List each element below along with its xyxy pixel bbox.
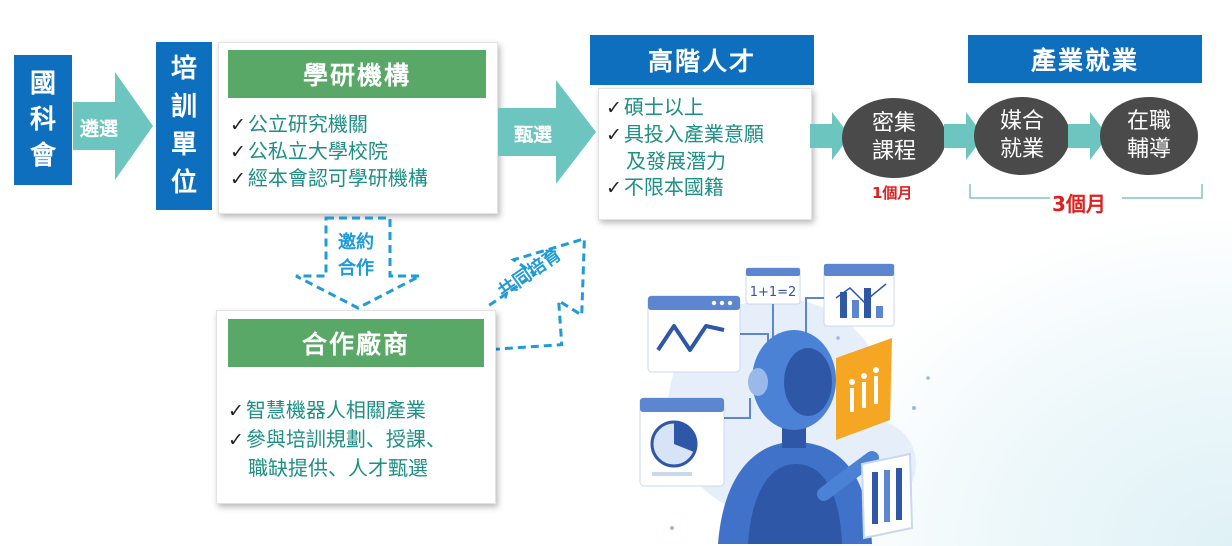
check-icon: ✓ [606, 124, 622, 146]
bar-chart-window [823, 263, 895, 327]
talent-card [598, 88, 812, 220]
employment-title: 產業就業 [968, 35, 1202, 83]
matching-line2: 就業 [999, 137, 1044, 162]
list-item: ✓不限本國籍 [606, 175, 724, 199]
list-item-continued: 職缺提供、人才甄選 [248, 456, 428, 480]
check-icon: ✓ [606, 97, 622, 119]
check-icon: ✓ [230, 114, 246, 136]
check-icon: ✓ [228, 400, 244, 422]
talent-to-course-arrow [810, 112, 850, 160]
training-unit-char-4: 位 [170, 168, 197, 198]
document-panel [860, 452, 914, 540]
training-unit-char-1: 培 [170, 54, 197, 84]
intensive-course-circle: 密集 課程 [842, 98, 946, 178]
intensive-course-line1: 密集 [871, 111, 916, 136]
check-icon: ✓ [230, 141, 246, 163]
list-item: ✓公立研究機關 [230, 112, 368, 136]
nsc-char-2: 科 [29, 105, 56, 135]
nsc-box: 國 科 會 [14, 55, 72, 185]
coaching-line1: 在職 [1126, 109, 1171, 134]
invite-arrow [295, 216, 421, 310]
formula-window: 1+1=2 [745, 267, 801, 305]
partner-list: ✓智慧機器人相關產業 ✓參與培訓規劃、授課、 職缺提供、人才甄選 [228, 396, 446, 482]
screen-arrow [498, 80, 596, 184]
training-unit-char-2: 訓 [170, 92, 197, 122]
matching-to-coaching-arrow [1068, 112, 1108, 160]
invite-label-line1: 邀約 [338, 232, 374, 253]
talent-title: 高階人才 [590, 35, 814, 85]
list-item: ✓碩士以上 [606, 95, 704, 119]
list-item: ✓具投入產業意願 [606, 122, 764, 146]
list-item: ✓經本會認可學研機構 [230, 166, 428, 190]
list-item: ✓智慧機器人相關產業 [228, 398, 426, 422]
intensive-course-line2: 課程 [871, 139, 916, 164]
check-icon: ✓ [230, 168, 246, 190]
invite-label-line2: 合作 [338, 258, 374, 279]
robot-figure [718, 330, 879, 544]
co-train-arrow [487, 236, 586, 352]
screen-arrow-label: 甄選 [514, 124, 553, 146]
duration-bracket [969, 184, 1203, 199]
nsc-char-1: 國 [29, 69, 56, 99]
list-item: ✓公私立大學校院 [230, 139, 388, 163]
check-icon: ✓ [606, 177, 622, 199]
matching-line1: 媒合 [999, 109, 1044, 134]
list-item: ✓參與培訓規劃、授課、 [228, 427, 446, 451]
talent-list: ✓碩士以上 ✓具投入產業意願 及發展潛力 ✓不限本國籍 [606, 94, 764, 201]
select-arrow-label: 遴選 [80, 118, 119, 140]
training-unit-char-3: 單 [170, 130, 197, 160]
nsc-char-3: 會 [29, 141, 56, 171]
partner-title: 合作廠商 [228, 319, 484, 367]
pie-chart-window [639, 397, 725, 487]
line-chart-window [647, 295, 741, 373]
training-unit-box: 培 訓 單 位 [156, 42, 212, 210]
course-to-matching-arrow [944, 112, 984, 160]
list-item-continued: 及發展潛力 [626, 149, 726, 173]
tablet-panel [836, 338, 892, 440]
intensive-duration: 1個月 [872, 184, 913, 202]
check-icon: ✓ [228, 429, 244, 451]
matching-circle: 媒合 就業 [974, 97, 1070, 175]
employment-duration: 3個月 [1052, 192, 1106, 216]
coaching-line2: 輔導 [1126, 137, 1171, 162]
robot-illustration: 1+1=2 [639, 263, 930, 544]
academic-title: 學研機構 [228, 50, 486, 98]
academic-list: ✓公立研究機關 ✓公私立大學校院 ✓經本會認可學研機構 [230, 111, 428, 192]
coaching-circle: 在職 輔導 [1100, 97, 1198, 175]
formula-text: 1+1=2 [750, 285, 797, 300]
select-arrow [73, 72, 153, 180]
